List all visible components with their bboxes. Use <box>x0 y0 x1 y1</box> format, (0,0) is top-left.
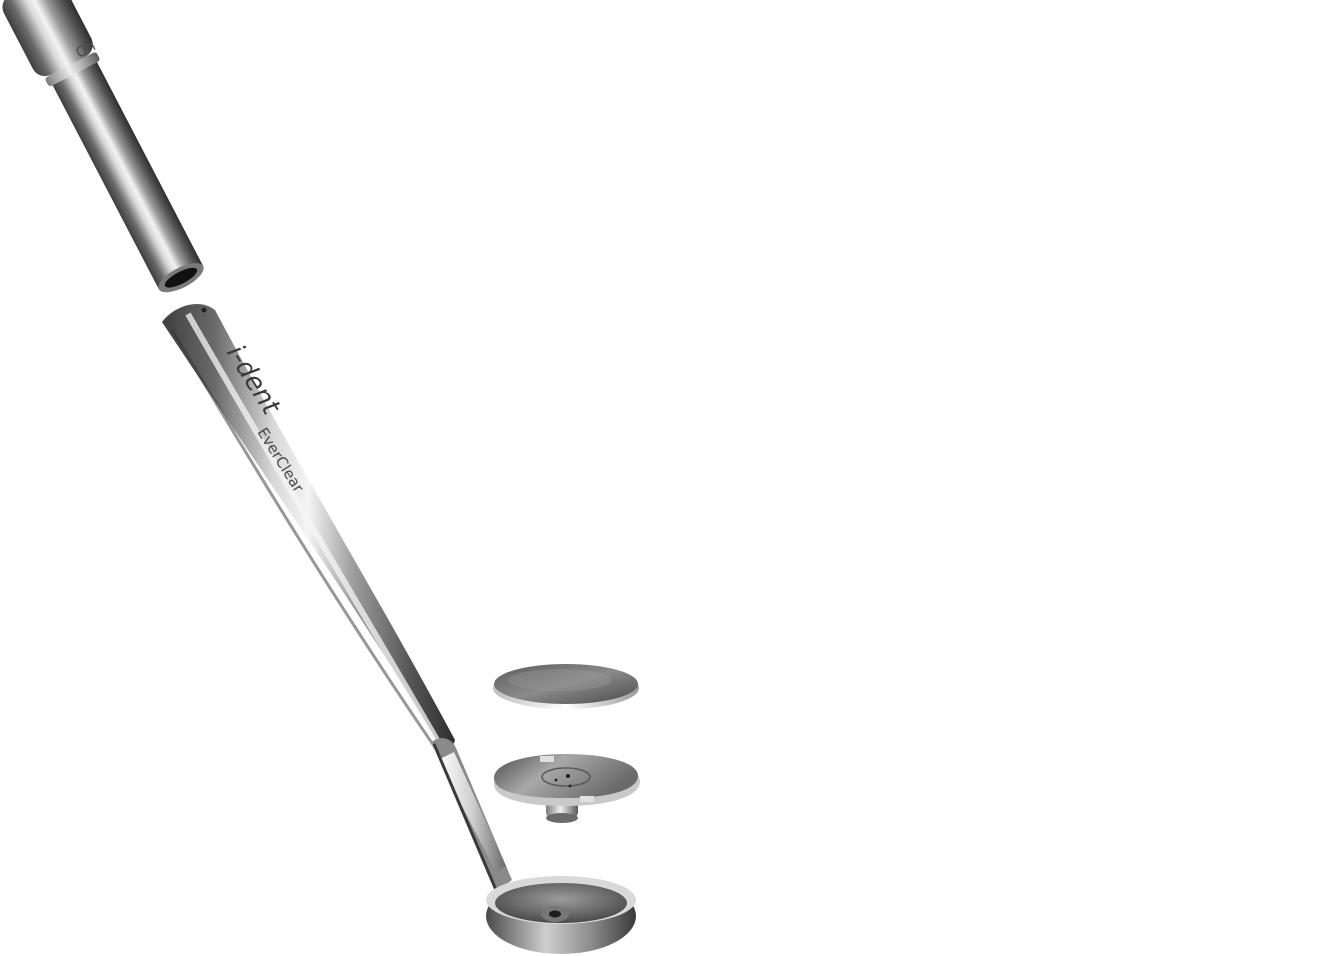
handle-body: i-dent EverClear <box>162 303 455 763</box>
cup-inner <box>495 883 627 923</box>
plate-center-hole <box>566 774 570 778</box>
mirror-glass-disc <box>493 664 639 709</box>
mirror-cup <box>486 876 636 954</box>
handle-cap: On <box>2 0 204 293</box>
handle-highlight <box>185 312 443 747</box>
mirror-neck <box>432 738 512 892</box>
plate-stem-end <box>546 813 578 823</box>
neck-slot <box>438 752 506 872</box>
plate-notch <box>540 756 554 762</box>
neck-edge <box>432 743 498 891</box>
cup-center-hole <box>549 910 561 918</box>
disc-reflection <box>508 669 612 691</box>
plate-notch <box>580 796 594 802</box>
upper-tube-opening <box>164 267 198 288</box>
cap-top <box>2 0 93 77</box>
handle-shadow-line <box>170 329 447 763</box>
plate-pin-hole <box>568 784 572 788</box>
cap-ring <box>45 52 100 87</box>
mirror-base-plate <box>494 754 640 823</box>
upper-tube <box>52 62 204 290</box>
disc-surface <box>494 664 638 704</box>
plate-pin-hole <box>554 778 558 782</box>
plate-center-ring <box>541 767 591 787</box>
handle-pin-hole <box>201 307 207 313</box>
